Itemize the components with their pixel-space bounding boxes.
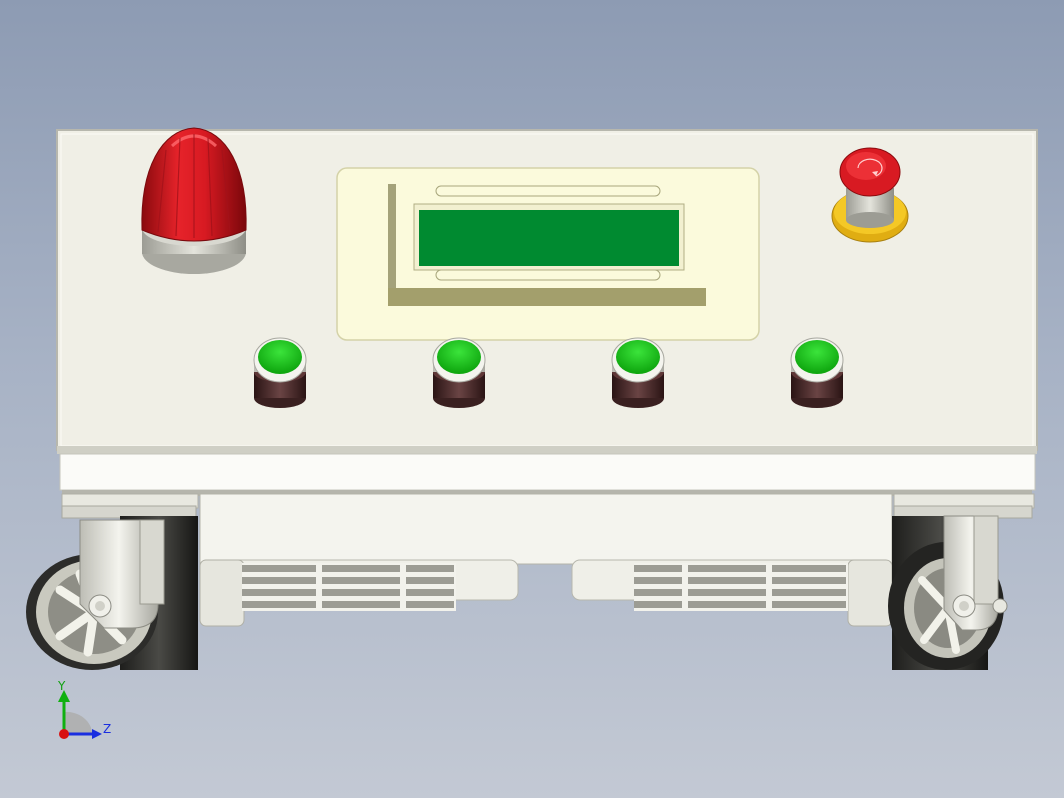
push-button[interactable] xyxy=(611,337,665,408)
emergency-stop-button[interactable] xyxy=(831,147,909,243)
coordinate-triad: Y Z xyxy=(57,679,111,739)
caster-left xyxy=(26,505,198,670)
push-button[interactable] xyxy=(432,337,486,408)
y-axis-label: Y xyxy=(57,679,66,693)
z-axis-label: Z xyxy=(103,722,111,736)
push-button[interactable] xyxy=(253,337,307,408)
beacon-light xyxy=(141,127,247,274)
lcd-display xyxy=(336,167,760,341)
vent-grille-left xyxy=(242,563,456,611)
push-button[interactable] xyxy=(790,337,844,408)
vent-grille-right xyxy=(634,563,848,611)
caster-right xyxy=(888,505,1033,670)
lcd-screen xyxy=(419,210,679,266)
